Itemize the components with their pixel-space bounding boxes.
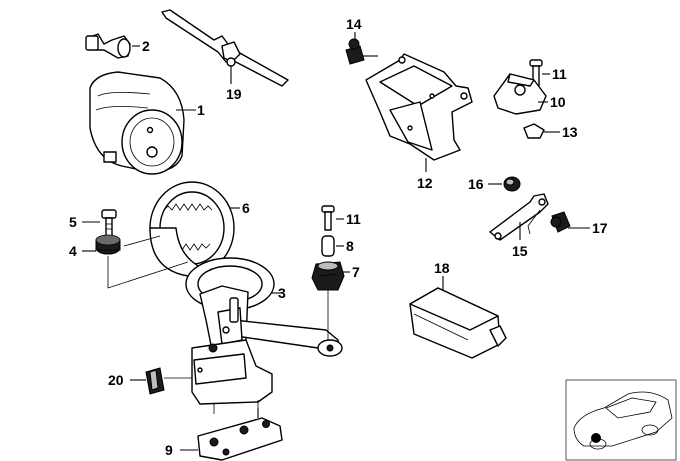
part-4-mount[interactable] [95,234,121,255]
part-5-bolt[interactable] [101,209,117,237]
callout-14: 14 [346,16,362,32]
callout-10: 10 [550,94,566,110]
part-18-module[interactable] [409,287,507,359]
part-13-nut[interactable] [523,123,545,139]
callout-17: 17 [592,220,608,236]
part-1-actuator[interactable] [89,71,185,175]
callout-18: 18 [434,260,450,276]
callout-20: 20 [108,372,124,388]
callout-2: 2 [142,38,150,54]
callout-6: 6 [242,200,250,216]
callout-12: 12 [417,175,433,191]
callout-1: 1 [197,102,205,118]
callout-9: 9 [165,442,173,458]
part-19-cable[interactable] [161,9,289,87]
callout-13: 13 [562,124,578,140]
car-location-icon [573,391,673,450]
sensor-base[interactable] [191,339,273,414]
part-3-lever-arm[interactable] [185,257,343,357]
callout-5: 5 [69,214,77,230]
callout-11-upper: 11 [552,66,567,82]
part-9-plate[interactable] [197,408,283,461]
callout-7: 7 [352,264,360,280]
callout-4: 4 [69,243,77,259]
part-7-grommet[interactable] [311,261,345,291]
part-15-lever[interactable] [489,193,549,241]
part-16-grommet[interactable] [503,176,521,192]
part-20-clip[interactable] [145,367,165,395]
callout-11-lower: 11 [346,211,361,227]
part-8-spacer[interactable] [321,235,335,257]
callout-19: 19 [226,86,242,102]
callout-3: 3 [278,285,286,301]
part-14-screw[interactable] [345,38,378,65]
callout-8: 8 [346,238,354,254]
part-2-connector[interactable] [85,33,131,59]
part-17-screw[interactable] [550,211,590,233]
callout-15: 15 [512,243,528,259]
callout-16: 16 [468,176,484,192]
car-location-inset [565,379,677,461]
part-12-bracket[interactable] [365,53,473,161]
part-10-sensor[interactable] [493,73,547,115]
part-11-bolt-lower[interactable] [321,205,335,231]
